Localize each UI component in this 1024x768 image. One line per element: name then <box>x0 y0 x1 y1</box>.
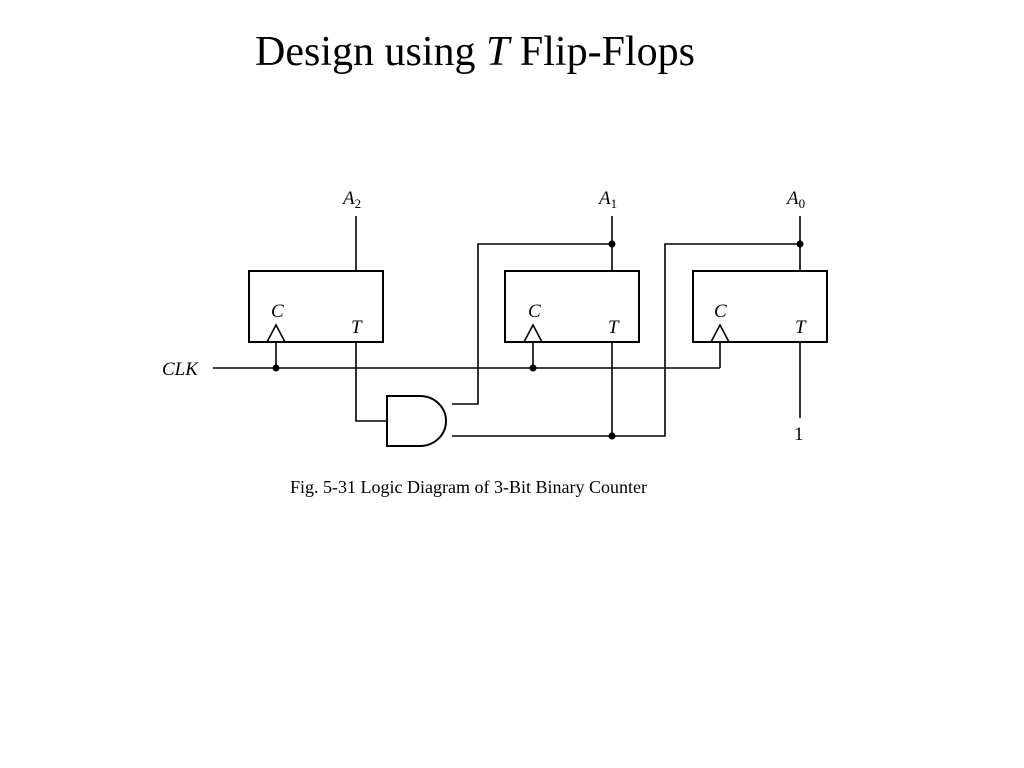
title-prefix: Design using <box>255 29 487 75</box>
output-label-a1: A1 <box>597 188 617 211</box>
ff-a0-t-label: T <box>795 317 807 338</box>
title-suffix: Flip-Flops <box>509 29 695 75</box>
a0-junction <box>796 240 804 248</box>
flipflop-a2: C T <box>248 270 384 343</box>
flipflop-a1: C T <box>504 270 640 343</box>
and-input-a1-wire <box>452 243 612 405</box>
title-variable: T <box>486 29 510 75</box>
ff-a2-t-label: T <box>351 317 363 338</box>
constant-one-label: 1 <box>794 424 804 445</box>
output-label-a0: A0 <box>785 188 805 211</box>
output-label-a2: A2 <box>341 188 361 211</box>
clock-junction-a2 <box>272 364 280 372</box>
flipflop-a0: C T <box>692 270 828 343</box>
a2-t-input-wire <box>355 342 387 422</box>
slide-title: Design using T Flip-Flops <box>0 26 950 78</box>
figure-caption: Fig. 5-31 Logic Diagram of 3-Bit Binary … <box>290 477 647 497</box>
clk-label: CLK <box>162 359 199 380</box>
ff-a1-clock-label: C <box>528 301 541 322</box>
and-input-a0-wire <box>452 243 800 437</box>
ff-a0-clock-label: C <box>714 301 727 322</box>
ff-a2-clock-label: C <box>271 301 284 322</box>
a1-t-junction <box>608 432 616 440</box>
and-gate <box>386 395 447 447</box>
clock-junction-a1 <box>529 364 537 372</box>
ff-a1-t-label: T <box>608 317 620 338</box>
a1-junction <box>608 240 616 248</box>
